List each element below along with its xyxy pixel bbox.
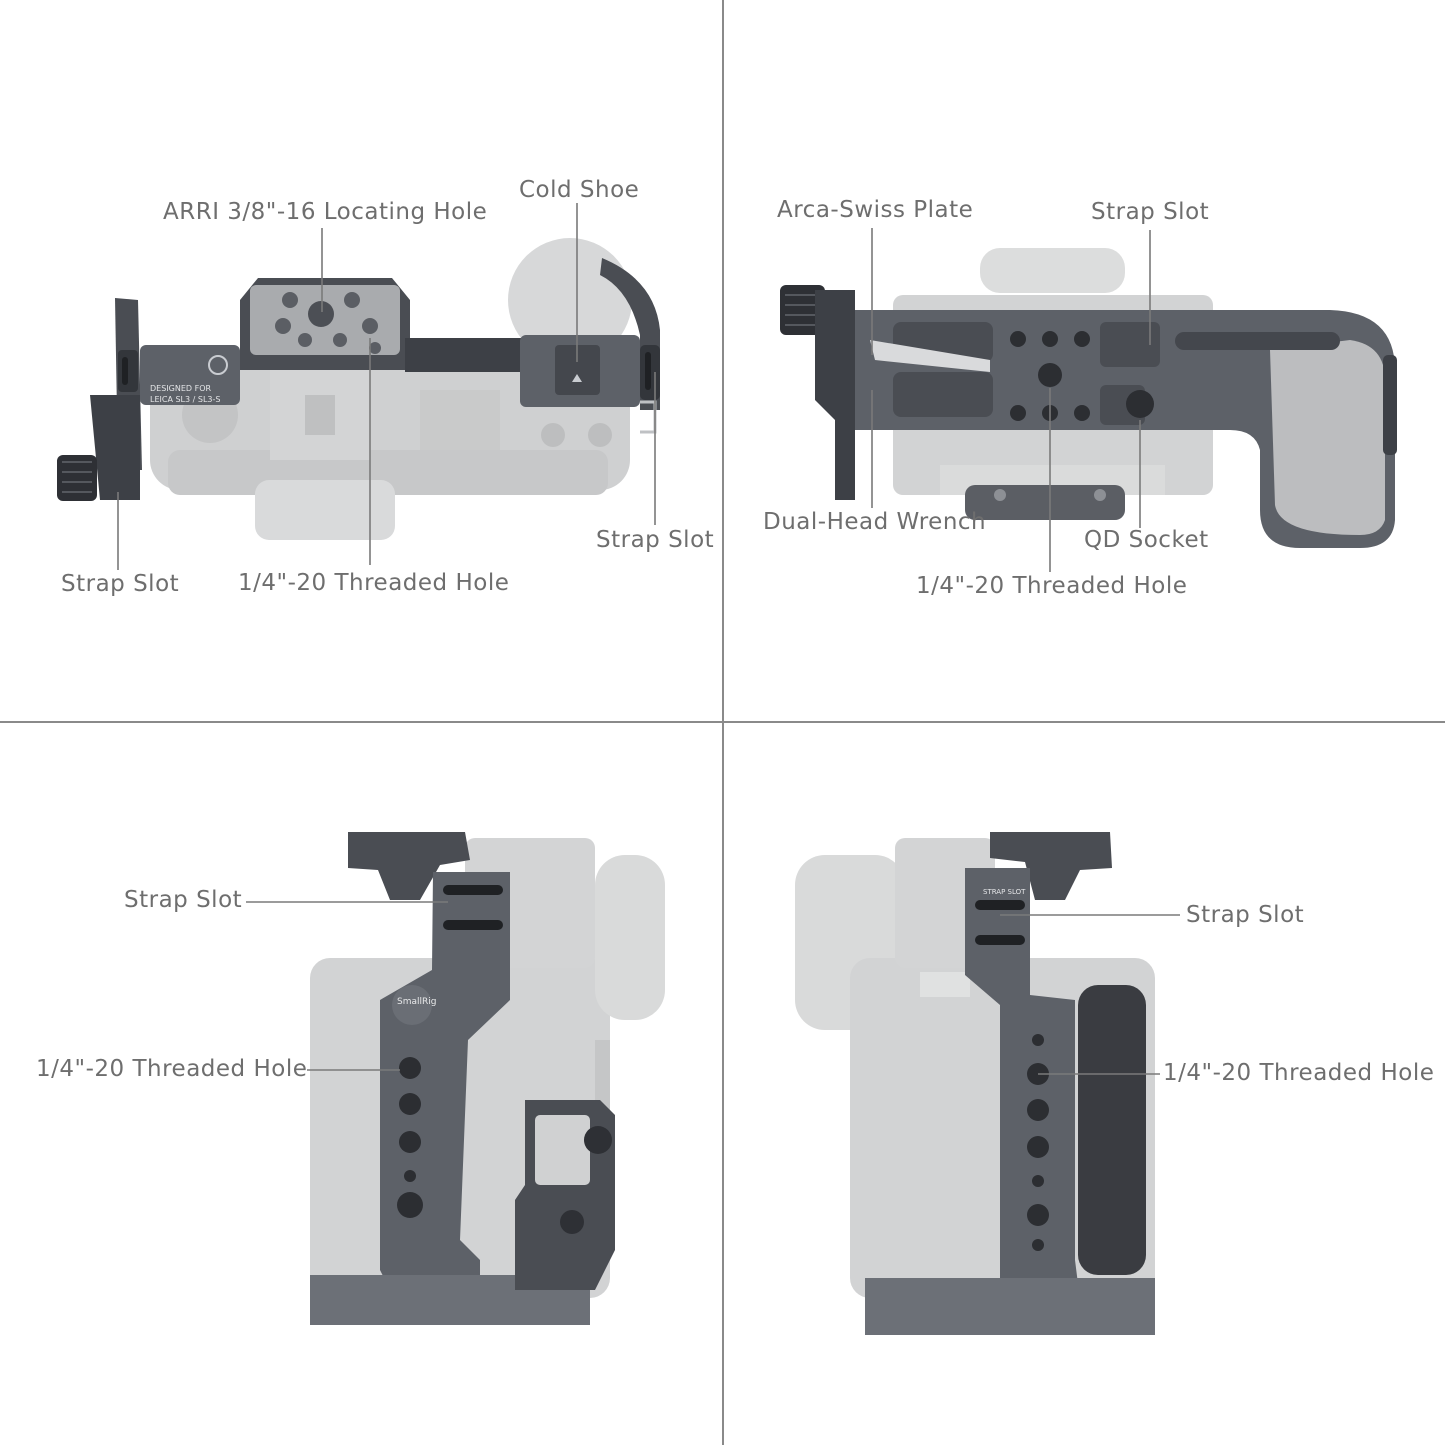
arri-locating-hole-icon <box>308 301 334 327</box>
right-side-illustration <box>795 832 1180 1335</box>
cage-bridge <box>405 338 525 372</box>
label-qd-socket: QD Socket <box>1084 527 1209 553</box>
cold-shoe-icon <box>348 832 470 900</box>
lens-mount-ghost <box>255 480 395 540</box>
strap-slot-icon <box>443 885 503 895</box>
label-strap-slot-right-side: Strap Slot <box>1186 902 1305 928</box>
clamp-knob-icon <box>780 285 825 335</box>
label-strap-slot-left: Strap Slot <box>61 571 180 597</box>
label-strap-slot-left-side: Strap Slot <box>124 887 243 913</box>
label-strap-slot-right: Strap Slot <box>596 527 715 553</box>
clamp-knob-icon <box>57 455 97 501</box>
cage-left-plate <box>140 345 240 405</box>
strap-slot-icon <box>975 900 1025 910</box>
label-cold-shoe: Cold Shoe <box>519 177 640 203</box>
qd-socket-icon <box>1126 390 1154 418</box>
label-threaded-hole-bottom-view: 1/4"-20 Threaded Hole <box>916 573 1188 599</box>
strap-slot-engraving: STRAP SLOT <box>983 888 1026 896</box>
cage-base <box>865 1278 1155 1335</box>
grip-pad <box>1078 985 1146 1275</box>
label-threaded-hole-left-side: 1/4"-20 Threaded Hole <box>36 1056 308 1082</box>
cold-shoe-icon <box>990 832 1112 900</box>
bottom-view-illustration <box>780 228 1397 572</box>
label-strap-slot-bottom-view: Strap Slot <box>1091 199 1210 225</box>
threaded-hole-icon <box>399 1057 421 1079</box>
cage-side-arm <box>965 868 1080 1300</box>
clamp-knob-icon <box>584 1126 612 1154</box>
label-arri-locating-hole: ARRI 3/8"-16 Locating Hole <box>163 199 488 225</box>
cold-shoe-icon <box>555 345 600 395</box>
lens-ghost <box>595 855 665 1020</box>
lens-ghost <box>980 248 1125 293</box>
smallrig-logo-badge <box>392 985 432 1025</box>
threaded-hole-icon <box>1038 363 1062 387</box>
label-dual-head-wrench: Dual-Head Wrench <box>763 509 987 535</box>
engraving-line-1: DESIGNED FOR <box>150 384 212 393</box>
left-side-illustration <box>246 832 665 1325</box>
top-view-illustration <box>57 203 660 570</box>
dual-head-wrench-icon <box>870 340 990 372</box>
label-threaded-hole-top: 1/4"-20 Threaded Hole <box>238 570 510 596</box>
horizontal-divider <box>0 721 1445 723</box>
strap-slot-icon <box>1383 355 1397 455</box>
label-arca-swiss-plate: Arca-Swiss Plate <box>777 197 974 223</box>
label-threaded-hole-right-side: 1/4"-20 Threaded Hole <box>1163 1060 1435 1086</box>
cage-side-bracket <box>815 290 855 500</box>
engraving-line-2: LEICA SL3 / SL3-S <box>150 395 221 404</box>
grip-ghost <box>1270 340 1385 535</box>
cage-left-clamp <box>90 395 140 500</box>
smallrig-logo-text: SmallRig <box>397 997 437 1007</box>
